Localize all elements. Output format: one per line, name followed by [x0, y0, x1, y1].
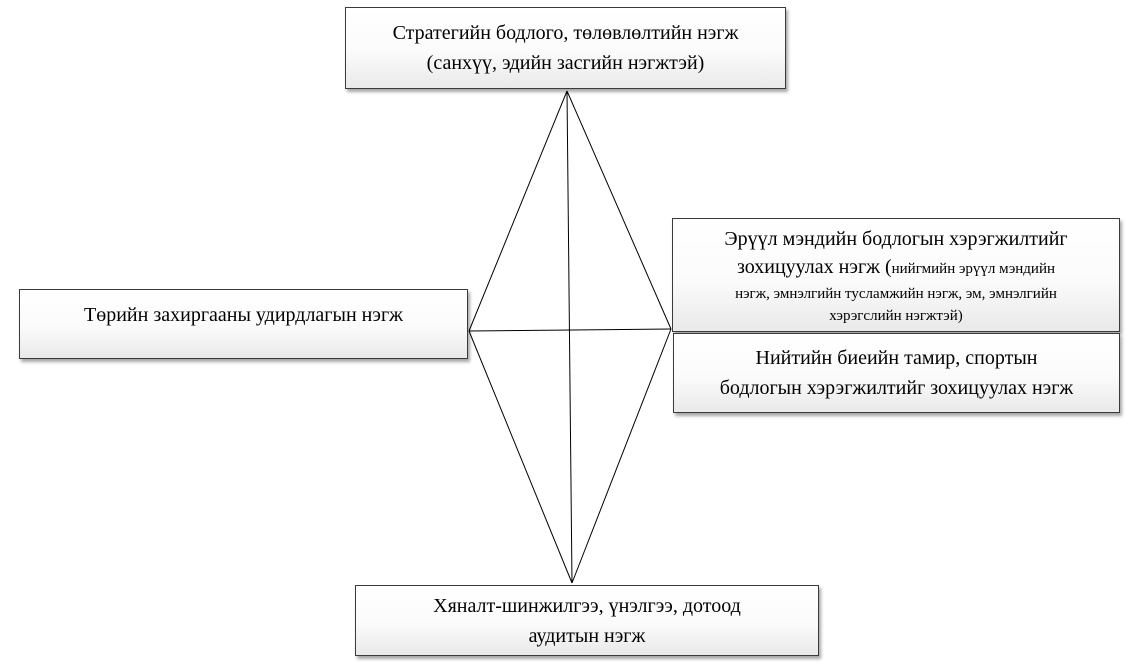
box-text-line: бодлогын хэрэгжилтийг зохицуулах нэгж — [719, 377, 1074, 399]
strategic-policy-planning-unit-box: Стратегийн бодлого, төлөвлөлтийн нэгж (с… — [345, 7, 786, 89]
box-text-line: Стратегийн бодлого, төлөвлөлтийн нэгж — [392, 22, 739, 44]
edge-top-bottom — [566, 90, 573, 584]
box-text-line: аудитын нэгж — [528, 624, 646, 647]
box-text-line: Төрийн захиргааны удирдлагын нэгж — [84, 304, 403, 326]
box-text-line: (санхүү, эдийн засгийн нэгжтэй) — [426, 52, 705, 74]
monitoring-evaluation-audit-unit-box: Хяналт-шинжилгээ, үнэлгээ, дотоод аудиты… — [355, 585, 819, 656]
box-text-main: зохицуулах нэгж ( — [736, 256, 892, 278]
edge-top-right — [566, 90, 672, 330]
box-text-line: Нийтийн биеийн тамир, спортын — [755, 347, 1038, 369]
box-text-line: нэгж, эмнэлгийн тусламжийн нэгж, эм, эмн… — [735, 286, 1057, 302]
health-policy-coordination-unit-box: Эрүүл мэндийн бодлогын хэрэгжилтийг зохи… — [672, 218, 1120, 332]
box-text-line: Эрүүл мэндийн бодлогын хэрэгжилтийг — [724, 228, 1068, 250]
sports-policy-coordination-unit-box: Нийтийн биеийн тамир, спортын бодлогын х… — [673, 333, 1120, 413]
edge-right-bottom — [571, 328, 672, 584]
box-text-line: хэрэгслийн нэгжтэй) — [829, 308, 963, 324]
box-text-small: нийгмийн эрүүл мэндийн — [891, 261, 1056, 277]
box-text-line: Хяналт-шинжилгээ, үнэлгээ, дотоод — [433, 594, 741, 617]
box-text-line: зохицуулах нэгж (нийгмийн эрүүл мэндийн — [737, 253, 1055, 283]
edge-top-left — [468, 90, 568, 332]
state-administration-unit-box: Төрийн захиргааны удирдлагын нэгж — [19, 289, 468, 359]
edge-left-bottom — [468, 330, 573, 584]
edge-left-right — [468, 328, 672, 332]
